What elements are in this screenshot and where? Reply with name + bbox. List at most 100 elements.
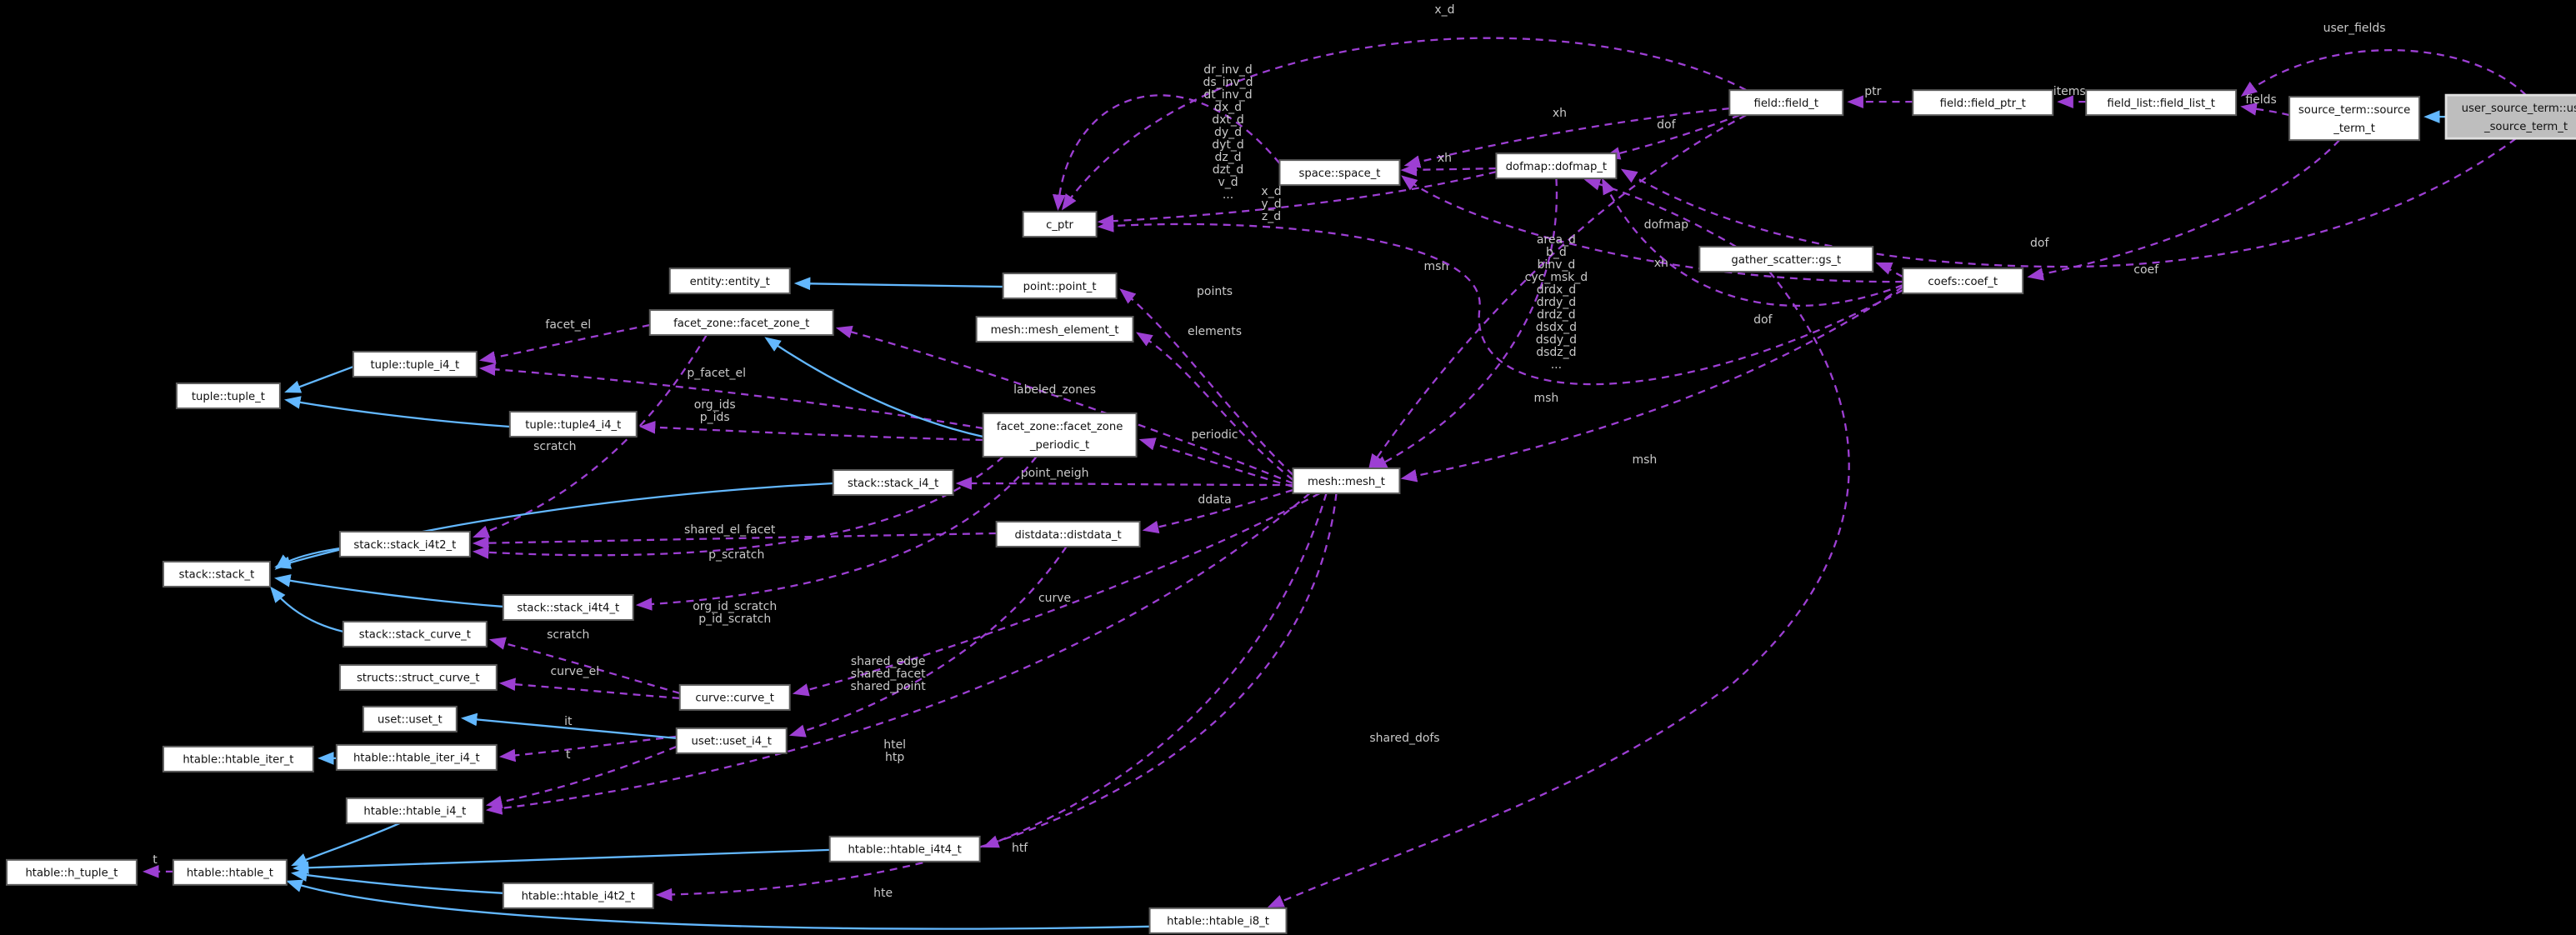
node-box-gs[interactable] xyxy=(1698,246,1874,273)
node-pnt[interactable]: point::point_t xyxy=(1002,272,1118,300)
node-box-fptr[interactable] xyxy=(1912,89,2054,117)
node-box-ust[interactable] xyxy=(362,705,458,732)
node-dmap[interactable]: dofmap::dofmap_t xyxy=(1495,152,1618,180)
node-box-ent[interactable] xyxy=(668,268,791,295)
node-box-scrv[interactable] xyxy=(342,620,488,648)
edge-mesh-dd xyxy=(1142,488,1293,534)
node-box-stk[interactable] xyxy=(162,560,271,588)
node-label-coef: coefs::coef_t xyxy=(1928,276,1998,288)
node-label-si4t4: stack::stack_i4t4_t xyxy=(517,602,619,615)
node-box-hiti4[interactable] xyxy=(335,743,498,771)
node-box-flist[interactable] xyxy=(2085,89,2238,117)
node-label-si4: stack::stack_i4_t xyxy=(848,478,938,490)
node-ht[interactable]: htable::htable_t xyxy=(172,858,288,886)
node-box-hi4t2[interactable] xyxy=(502,882,654,909)
node-hi8[interactable]: htable::htable_i8_t xyxy=(1148,907,1288,934)
node-fld[interactable]: field::field_t xyxy=(1728,89,1844,117)
edge-mesh-fzone xyxy=(835,325,1293,485)
node-box-hi4[interactable] xyxy=(345,797,484,824)
node-box-tup[interactable] xyxy=(175,382,281,410)
node-box-t4[interactable] xyxy=(352,351,478,378)
node-flist[interactable]: field_list::field_list_t xyxy=(2085,89,2238,117)
edge-fzp-fzone xyxy=(764,337,983,438)
edge-usi4-hiti4 xyxy=(498,735,677,762)
node-label-usrc: user_source_term::user_source_term_t xyxy=(2462,102,2576,133)
edge-label-ht-htup: t xyxy=(153,853,158,867)
node-melem[interactable]: mesh::mesh_element_t xyxy=(975,316,1134,343)
node-box-fld[interactable] xyxy=(1728,89,1844,117)
node-box-si4t4[interactable] xyxy=(502,593,634,621)
node-box-hi8[interactable] xyxy=(1148,907,1288,934)
edge-label-fzp-si4t2: p_scratch xyxy=(708,548,764,562)
edge-label-coef-dmap: dof xyxy=(1753,313,1773,327)
node-box-coef[interactable] xyxy=(1902,268,2024,295)
node-tup[interactable]: tuple::tuple_t xyxy=(175,382,281,410)
node-box-si4t2[interactable] xyxy=(338,530,471,558)
node-t4[interactable]: tuple::tuple_i4_t xyxy=(352,351,478,378)
node-si4t2[interactable]: stack::stack_i4t2_t xyxy=(338,530,471,558)
node-coef[interactable]: coefs::coef_t xyxy=(1902,268,2024,295)
node-htup[interactable]: htable::h_tuple_t xyxy=(5,858,138,886)
edge-dmap-mesh xyxy=(1370,178,1558,470)
node-crv[interactable]: curve::curve_t xyxy=(678,683,791,711)
edge-label-mesh-fzp: periodic xyxy=(1191,428,1238,442)
node-si4[interactable]: stack::stack_i4_t xyxy=(832,468,954,496)
node-box-melem[interactable] xyxy=(975,316,1134,343)
node-hit[interactable]: htable::htable_iter_t xyxy=(162,745,314,772)
node-scrv[interactable]: stack::stack_curve_t xyxy=(342,620,488,648)
node-dd[interactable]: distdata::distdata_t xyxy=(995,520,1141,548)
node-label-ent: entity::entity_t xyxy=(690,276,770,288)
node-stk[interactable]: stack::stack_t xyxy=(162,560,271,588)
node-gs[interactable]: gather_scatter::gs_t xyxy=(1698,246,1874,273)
node-box-strc[interactable] xyxy=(338,663,498,691)
node-box-cptr[interactable] xyxy=(1022,211,1098,238)
node-box-hi4t4[interactable] xyxy=(828,835,981,862)
node-t44[interactable]: tuple::tuple4_i4_t xyxy=(508,411,638,438)
node-cptr[interactable]: c_ptr xyxy=(1022,211,1098,238)
node-hi4t2[interactable]: htable::htable_i4t2_t xyxy=(502,882,654,909)
node-box-si4[interactable] xyxy=(832,468,954,496)
node-fzone[interactable]: facet_zone::facet_zone_t xyxy=(648,309,834,337)
node-box-dd[interactable] xyxy=(995,520,1141,548)
edge-mesh-crv xyxy=(792,492,1321,697)
node-box-htup[interactable] xyxy=(5,858,138,886)
node-label-hiti4: htable::htable_iter_i4_t xyxy=(353,752,480,765)
node-ust[interactable]: uset::uset_t xyxy=(362,705,458,732)
node-mesh[interactable]: mesh::mesh_t xyxy=(1292,468,1401,494)
node-fzp[interactable]: facet_zone::facet_zone_periodic_t xyxy=(982,412,1138,458)
node-box-dmap[interactable] xyxy=(1495,152,1618,180)
node-fptr[interactable]: field::field_ptr_t xyxy=(1912,89,2054,117)
node-usi4[interactable]: uset::uset_i4_t xyxy=(675,727,788,754)
edge-dd-si4t2 xyxy=(472,532,997,550)
node-box-crv[interactable] xyxy=(678,683,791,711)
node-box-hit[interactable] xyxy=(162,745,314,772)
node-hi4t4[interactable]: htable::htable_i4t4_t xyxy=(828,835,981,862)
node-box-mesh[interactable] xyxy=(1292,468,1401,494)
node-box-fzone[interactable] xyxy=(648,309,834,337)
edge-label-flist-fptr: items xyxy=(2053,85,2086,98)
node-box-pnt[interactable] xyxy=(1002,272,1118,300)
node-usrc[interactable]: user_source_term::user_source_term_t xyxy=(2444,93,2576,140)
node-strc[interactable]: structs::struct_curve_t xyxy=(338,663,498,691)
node-spc[interactable]: space::space_t xyxy=(1278,159,1401,187)
node-box-spc[interactable] xyxy=(1278,159,1401,187)
node-box-t44[interactable] xyxy=(508,411,638,438)
node-hiti4[interactable]: htable::htable_iter_i4_t xyxy=(335,743,498,771)
node-srct[interactable]: source_term::source_term_t xyxy=(2288,96,2421,142)
node-ent[interactable]: entity::entity_t xyxy=(668,268,791,295)
node-box-srct[interactable] xyxy=(2288,96,2421,142)
node-box-ht[interactable] xyxy=(172,858,288,886)
edge-pnt-ent xyxy=(793,277,1003,291)
edge-label-dd-si4t2: shared_el_facet xyxy=(684,523,776,537)
node-box-usi4[interactable] xyxy=(675,727,788,754)
edge-label-dmap-spc: xh xyxy=(1438,152,1452,165)
edge-label-coef-spc: xh xyxy=(1654,257,1668,270)
node-label-hi4: htable::htable_i4_t xyxy=(363,806,466,818)
node-si4t4[interactable]: stack::stack_i4t4_t xyxy=(502,593,634,621)
node-box-fzp[interactable] xyxy=(982,412,1138,458)
node-hi4[interactable]: htable::htable_i4_t xyxy=(345,797,484,824)
node-box-usrc[interactable] xyxy=(2444,93,2576,140)
